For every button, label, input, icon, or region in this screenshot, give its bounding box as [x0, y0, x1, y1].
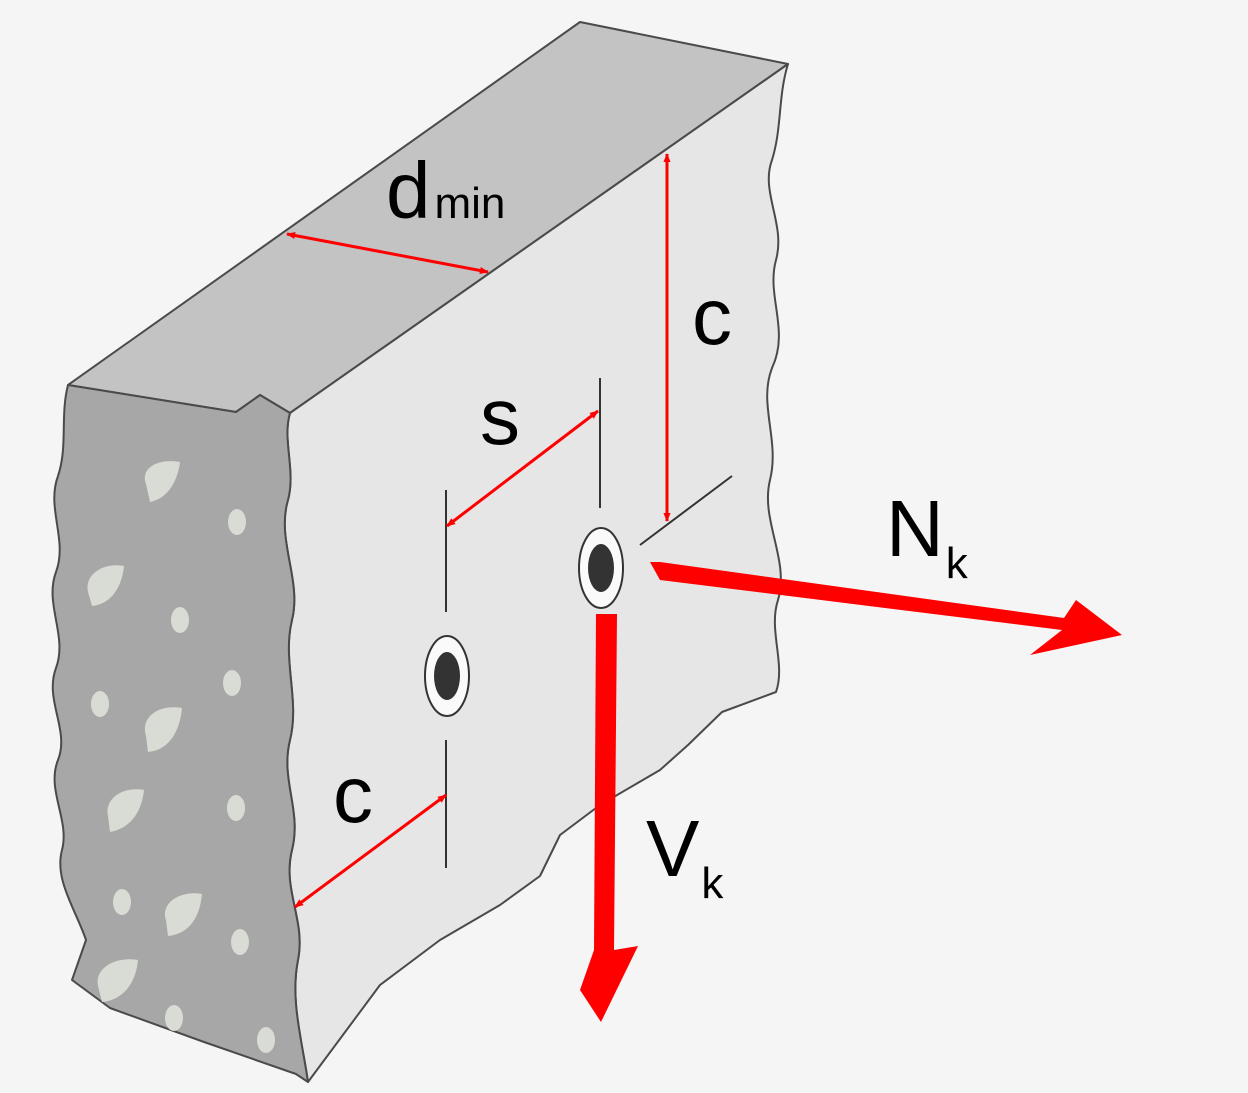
s-spacing-dimension-arrow [446, 409, 599, 528]
label-v-k: Vk [646, 804, 724, 908]
c-edge-dimension-arrow [294, 793, 447, 909]
label-n-main: N [886, 484, 944, 573]
label-v-sub: k [701, 859, 724, 908]
anchor-bolt-icon [578, 527, 624, 609]
edge-reference-line [639, 475, 733, 546]
label-v-main: V [646, 804, 700, 893]
label-d-sub: min [435, 179, 506, 228]
label-n-k: Nk [886, 484, 969, 588]
aggregate-stones [87, 461, 275, 1053]
tension-load-arrow [650, 562, 1122, 655]
label-d-min: dmin [386, 146, 505, 235]
anchor-bolt-icon [424, 635, 470, 717]
label-c-edge: c [333, 750, 373, 839]
label-s: s [480, 372, 520, 461]
label-c-top: c [692, 272, 732, 361]
label-d-main: d [386, 146, 431, 235]
side-face [51, 384, 309, 1083]
shear-load-arrow [580, 614, 638, 1022]
d-min-dimension-arrow [286, 231, 489, 275]
label-n-sub: k [946, 539, 969, 588]
